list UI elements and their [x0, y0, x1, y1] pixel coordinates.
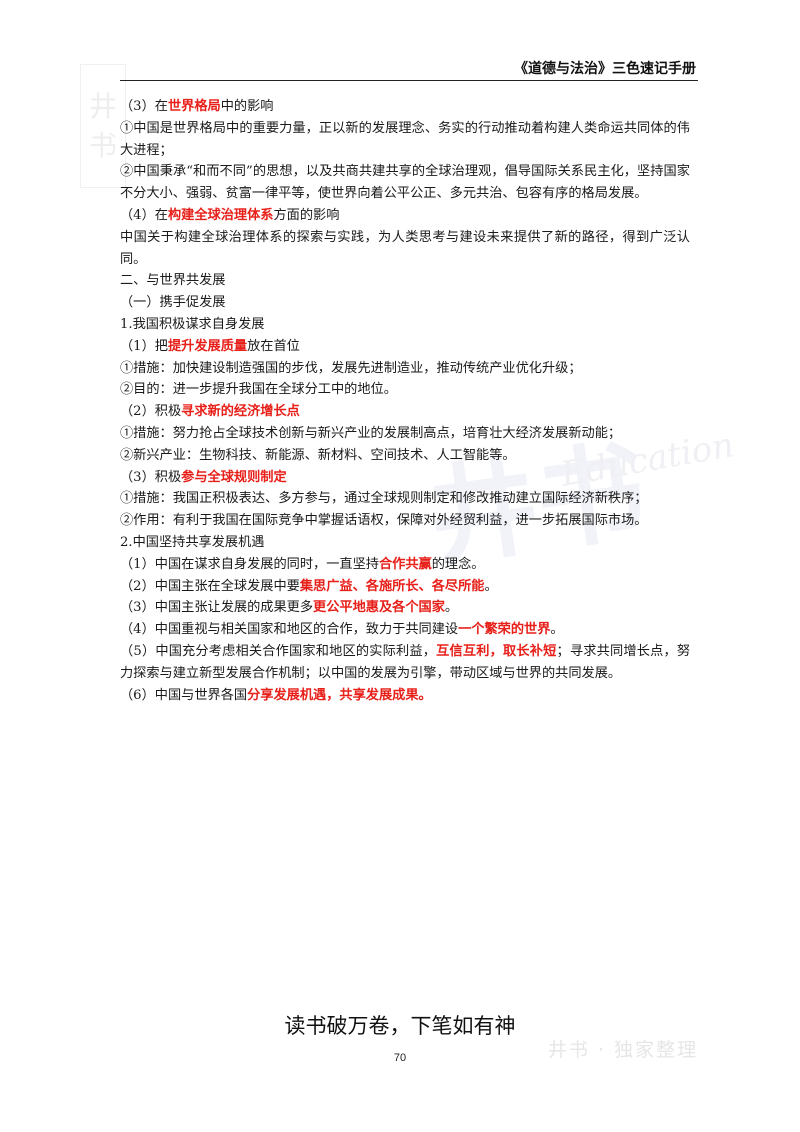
- content-line: （2）中国主张在全球发展中要集思广益、各施所长、各尽所能。: [120, 576, 690, 598]
- content-text: 。: [550, 622, 564, 638]
- watermark-stamp-top: 井: [88, 89, 117, 123]
- footer-motto: 读书破万卷，下笔如有神: [284, 1014, 516, 1038]
- content-line: ②新兴产业：生物科技、新能源、新材料、空间技术、人工智能等。: [120, 445, 690, 467]
- content-line: ①措施：我国正积极表达、多方参与，通过全球规则制定和修改推动建立国际经济新秩序；: [120, 488, 690, 510]
- content-text: ②目的：进一步提升我国在全球分工中的地位。: [120, 382, 397, 398]
- highlight-keyword: 世界格局: [167, 99, 221, 114]
- highlight-keyword: 分享发展机遇，共享发展成果。: [247, 687, 432, 703]
- content-text: （5）中国充分考虑相关合作国家和地区的实际利益，: [120, 643, 437, 659]
- content-text: （2）中国主张在全球发展中要: [120, 578, 300, 594]
- content-text: 2.中国坚持共享发展机遇: [120, 534, 265, 550]
- highlight-keyword: 寻求新的经济增长点: [181, 404, 300, 420]
- content-line: 2.中国坚持共享发展机遇: [120, 532, 690, 554]
- content-line: 中国关于构建全球治理体系的探索与实践，为人类思考与建设未来提供了新的路径，得到广…: [120, 227, 690, 271]
- content-text: （3）中国主张让发展的成果更多: [120, 600, 314, 616]
- content-text: 中的影响: [220, 99, 274, 114]
- highlight-keyword: 一个繁荣的世界: [458, 622, 551, 638]
- content-text: ①措施：我国正积极表达、多方参与，通过全球规则制定和修改推动建立国际经济新秩序；: [120, 491, 648, 507]
- content-text: （1）中国在谋求自身发展的同时，一直坚持: [120, 556, 379, 572]
- content-text: 的理念。: [431, 556, 485, 572]
- content-text: 方面的影响: [273, 207, 340, 223]
- highlight-keyword: 参与全球规则制定: [181, 469, 287, 485]
- content-text: ①措施：努力抢占全球技术创新与新兴产业的发展制高点，培育壮大经济发展新动能；: [120, 425, 622, 441]
- watermark-stamp: 井 书: [80, 64, 126, 188]
- content-line: 1.我国积极谋求自身发展: [120, 314, 690, 336]
- highlight-keyword: 合作共赢: [378, 556, 432, 572]
- content-text: 中国关于构建全球治理体系的探索与实践，为人类思考与建设未来提供了新的路径，得到广…: [120, 229, 690, 267]
- watermark-footer: 井书 · 独家整理: [548, 1039, 699, 1061]
- content-text: 。: [444, 600, 459, 616]
- content-text: ①中国是世界格局中的重要力量，正以新的发展理念、务实的行动推动着构建人类命运共同…: [120, 120, 690, 158]
- highlight-keyword: 互信互利，取长补短: [436, 643, 557, 659]
- content-text: 1.我国积极谋求自身发展: [120, 316, 265, 332]
- content-line: ②作用：有利于我国在国际竞争中掌握话语权，保障对外经贸利益，进一步拓展国际市场。: [120, 510, 690, 532]
- content-text: ①措施：加快建设制造强国的步伐，发展先进制造业，推动传统产业优化升级；: [120, 360, 582, 376]
- content-line: ①措施：加快建设制造强国的步伐，发展先进制造业，推动传统产业优化升级；: [120, 358, 690, 380]
- content-line: （3）中国主张让发展的成果更多更公平地惠及各个国家。: [120, 597, 690, 619]
- content-text: ②新兴产业：生物科技、新能源、新材料、空间技术、人工智能等。: [120, 447, 516, 463]
- content-text: ；寻求共同增长点，努力探索与建立新型发展合作机制；以中国的发展为引擎，带动区域与…: [120, 643, 691, 681]
- highlight-keyword: 构建全球治理体系: [167, 207, 274, 223]
- content-line: ①措施：努力抢占全球技术创新与新兴产业的发展制高点，培育壮大经济发展新动能；: [120, 423, 690, 445]
- content-line: （1）中国在谋求自身发展的同时，一直坚持合作共赢的理念。: [120, 554, 690, 576]
- highlight-keyword: 提升发展质量: [167, 338, 248, 354]
- content-line: ①中国是世界格局中的重要力量，正以新的发展理念、务实的行动推动着构建人类命运共同…: [120, 118, 690, 162]
- content-line: （5）中国充分考虑相关合作国家和地区的实际利益，互信互利，取长补短；寻求共同增长…: [120, 641, 690, 685]
- content-line: ②目的：进一步提升我国在全球分工中的地位。: [120, 379, 690, 401]
- content-text: （3）在: [120, 99, 168, 114]
- content-text: ②作用：有利于我国在国际竞争中掌握话语权，保障对外经贸利益，进一步拓展国际市场。: [120, 513, 648, 529]
- content-text: 。: [484, 578, 498, 594]
- content-line: （1）把提升发展质量放在首位: [120, 336, 690, 358]
- content-text: （4）中国重视与相关国家和地区的合作，致力于共同建设: [120, 622, 459, 638]
- content-text: （3）积极: [120, 469, 182, 485]
- content-text: （2）积极: [120, 404, 182, 420]
- page-header: 《道德与法治》三色速记手册: [120, 54, 698, 81]
- content-text: （一）携手促发展: [120, 295, 226, 311]
- content-text: （4）在: [120, 207, 168, 223]
- watermark-stamp-bottom: 书: [88, 129, 117, 162]
- content-line: （2）积极寻求新的经济增长点: [120, 401, 690, 423]
- highlight-keyword: 集思广益、各施所长、各尽所能: [299, 578, 485, 594]
- content-line: （6）中国与世界各国分享发展机遇，共享发展成果。: [120, 685, 690, 707]
- content-line: 二、与世界共发展: [120, 270, 690, 292]
- content-line: （一）携手促发展: [120, 292, 690, 314]
- content-text: 放在首位: [247, 338, 300, 354]
- content-line: （4）中国重视与相关国家和地区的合作，致力于共同建设一个繁荣的世界。: [120, 619, 690, 641]
- content-line: （3）在世界格局中的影响: [120, 96, 690, 118]
- content-line: （3）积极参与全球规则制定: [120, 467, 690, 489]
- header-title: 《道德与法治》三色速记手册: [514, 61, 696, 77]
- content-text: （6）中国与世界各国: [120, 687, 248, 703]
- content-text: 二、与世界共发展: [120, 273, 226, 289]
- content-text: ②中国秉承“和而不同”的思想，以及共商共建共享的全球治理观，倡导国际关系民主化，…: [120, 164, 690, 202]
- content-line: ②中国秉承“和而不同”的思想，以及共商共建共享的全球治理观，倡导国际关系民主化，…: [120, 161, 690, 205]
- content-line: （4）在构建全球治理体系方面的影响: [120, 205, 690, 227]
- page-number: 70: [393, 1052, 407, 1064]
- content-text: （1）把: [120, 338, 168, 354]
- highlight-keyword: 更公平地惠及各个国家: [313, 600, 445, 616]
